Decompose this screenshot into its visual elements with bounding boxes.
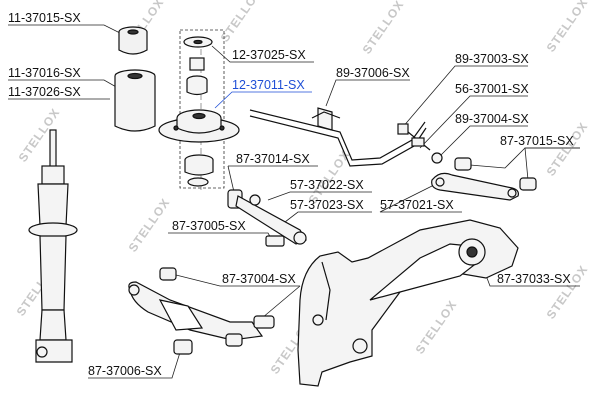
part-label-89-37003[interactable]: 89-37003-SX [455, 52, 529, 66]
bushing-part [265, 235, 285, 247]
part-label-57-37022[interactable]: 57-37022-SX [290, 178, 364, 192]
lateral-arm-part [431, 172, 519, 201]
part-label-87-37014[interactable]: 87-37014-SX [236, 152, 310, 166]
shock-absorber-part [28, 129, 78, 363]
upper-mount-part [183, 36, 213, 96]
leader-line [214, 91, 312, 109]
leader-line [8, 24, 123, 35]
part-label-87-37033[interactable]: 87-37033-SX [497, 272, 571, 286]
leader-line [379, 181, 462, 213]
bushing-part [173, 333, 243, 355]
part-label-57-37021[interactable]: 57-37021-SX [380, 198, 454, 212]
leader-line [227, 165, 235, 193]
part-label-87-37005[interactable]: 87-37005-SX [172, 219, 246, 233]
leader-line [261, 285, 301, 319]
leader-lines [8, 24, 580, 379]
part-label-11-37016[interactable]: 11-37016-SX [8, 66, 81, 80]
leader-line [8, 79, 119, 89]
leader-line [284, 211, 372, 223]
leader-line [211, 45, 314, 63]
leader-line [419, 95, 528, 149]
upper-link-part [227, 189, 307, 245]
leader-line [401, 65, 528, 129]
part-label-87-37015[interactable]: 87-37015-SX [500, 134, 574, 148]
bushing-part [454, 157, 537, 191]
strut-top-plate-part [158, 109, 240, 143]
part-label-56-37001[interactable]: 56-37001-SX [455, 82, 529, 96]
part-label-11-37026[interactable]: 11-37026-SX [8, 85, 81, 99]
lower-control-arm-part [128, 267, 275, 341]
part-label-87-37006[interactable]: 87-37006-SX [88, 364, 162, 378]
stabilizer-link-part [397, 123, 443, 164]
leader-line [168, 232, 273, 241]
part-label-87-37004[interactable]: 87-37004-SX [222, 272, 296, 286]
part-label-11-37015[interactable]: 11-37015-SX [8, 11, 81, 25]
dust-boot-part [114, 69, 156, 132]
leader-line [171, 273, 300, 287]
leader-line [88, 345, 183, 379]
part-label-89-37006[interactable]: 89-37006-SX [336, 66, 410, 80]
part-label-57-37023[interactable]: 57-37023-SX [290, 198, 364, 212]
leader-line [325, 79, 410, 107]
mount-stack-guide [179, 29, 225, 189]
leader-line [437, 125, 528, 159]
part-label-12-37025[interactable]: 12-37025-SX [232, 48, 306, 62]
knuckle-subframe-part [297, 219, 519, 387]
part-label-12-37011[interactable]: 12-37011-SX [232, 78, 305, 92]
bump-stop-part [118, 26, 148, 55]
part-label-89-37004[interactable]: 89-37004-SX [455, 112, 529, 126]
leader-line [267, 191, 372, 201]
leader-line [524, 147, 580, 181]
